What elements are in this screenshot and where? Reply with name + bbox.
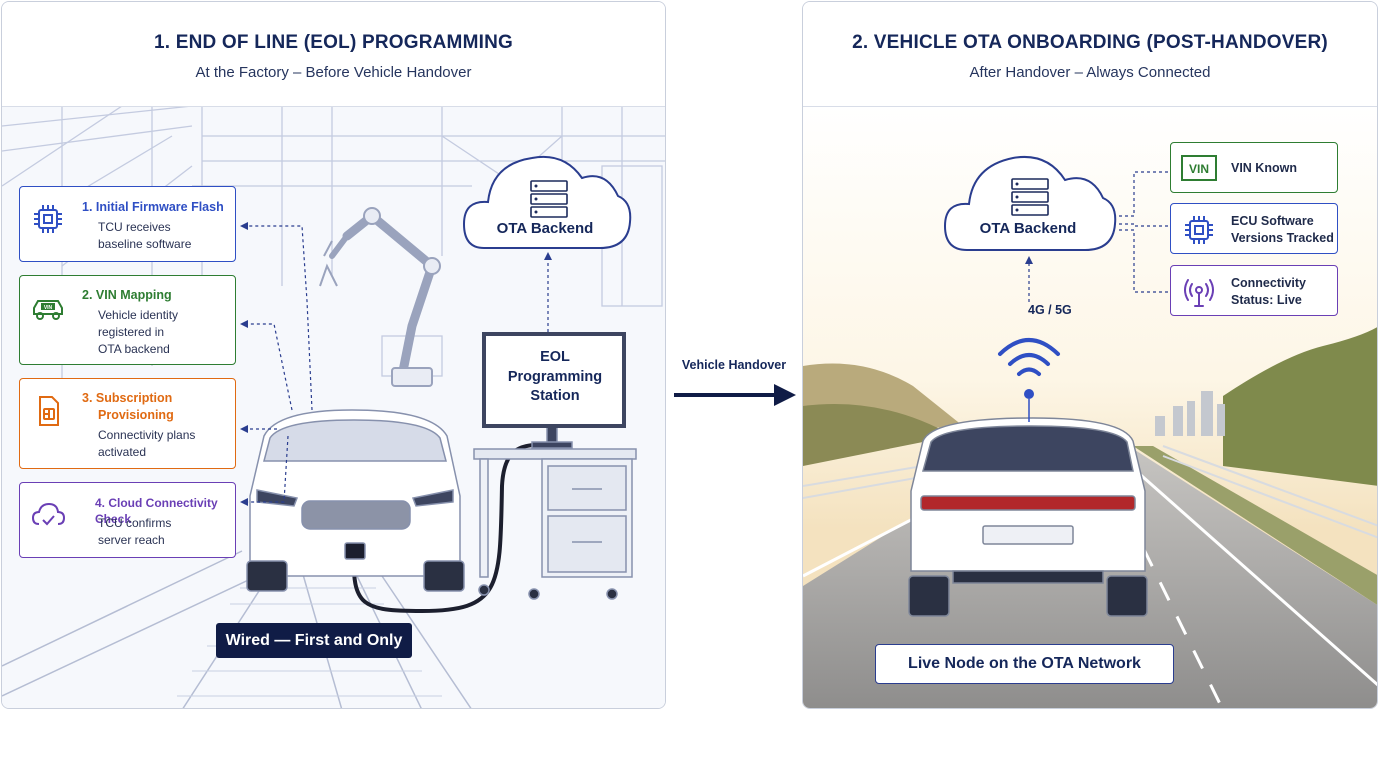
- handover-label: Vehicle Handover: [681, 358, 787, 372]
- info-vin-known: VIN VIN Known: [1170, 142, 1338, 193]
- live-node-badge: Live Node on the OTA Network: [875, 644, 1174, 684]
- vin-icon-text: VIN: [44, 305, 53, 311]
- eol-station-label: EOL Programming Station: [490, 348, 620, 407]
- step-title: 2. VIN Mapping: [82, 288, 172, 302]
- ota-panel-title: 2. VEHICLE OTA ONBOARDING (POST-HANDOVER…: [852, 32, 1328, 53]
- station-line: Station: [530, 388, 580, 404]
- info-label: Connectivity: [1231, 276, 1307, 290]
- ota-panel: 2. VEHICLE OTA ONBOARDING (POST-HANDOVER…: [802, 1, 1378, 709]
- ota-backend-label-right: OTA Backend: [979, 220, 1077, 237]
- step-desc: TCU confirms: [98, 516, 172, 530]
- info-label: Versions Tracked: [1231, 231, 1334, 245]
- vin-badge-text: VIN: [1189, 162, 1209, 176]
- ota-panel-subtitle: After Handover – Always Connected: [969, 64, 1211, 81]
- step-subscription-provisioning: 3. Subscription Provisioning Connectivit…: [19, 378, 236, 469]
- ota-backend-label: OTA Backend: [496, 220, 594, 237]
- cloud-check-icon: [31, 502, 66, 526]
- station-line: EOL: [540, 349, 570, 365]
- step-desc: TCU receives: [98, 220, 171, 234]
- step-desc: activated: [98, 445, 147, 459]
- chip-icon: [34, 205, 62, 233]
- step-vin-mapping: VIN 2. VIN Mapping Vehicle identity regi…: [19, 275, 236, 365]
- info-label: VIN Known: [1231, 161, 1297, 175]
- info-label: ECU Software: [1231, 214, 1314, 228]
- step-title: 3. Subscription: [82, 391, 173, 405]
- signal-waves-icon: [998, 338, 1060, 376]
- antenna-icon: [1184, 279, 1214, 307]
- eol-panel-header: 1. END OF LINE (EOL) PROGRAMMING At the …: [2, 2, 665, 107]
- highway-scene: [803, 106, 1377, 708]
- vin-car-icon: VIN: [33, 300, 63, 320]
- station-line: Programming: [507, 368, 603, 385]
- chip-icon: [1185, 216, 1213, 244]
- info-connectivity-status: Connectivity Status: Live: [1170, 265, 1338, 316]
- sim-card-icon: [39, 396, 59, 426]
- step-desc: baseline software: [98, 237, 192, 251]
- eol-panel-subtitle: At the Factory – Before Vehicle Handover: [195, 64, 472, 81]
- step-title: 1. Initial Firmware Flash: [82, 200, 224, 214]
- step-desc: registered in: [98, 325, 165, 339]
- handover-arrow-icon: [674, 384, 796, 406]
- info-label: Status: Live: [1231, 293, 1302, 307]
- step-firmware-flash: 1. Initial Firmware Flash TCU receives b…: [19, 186, 236, 262]
- info-ecu-versions: ECU Software Versions Tracked: [1170, 203, 1338, 254]
- step-desc: Connectivity plans: [98, 428, 196, 442]
- ota-panel-header: 2. VEHICLE OTA ONBOARDING (POST-HANDOVER…: [803, 2, 1377, 107]
- step-title-line2: Provisioning: [98, 408, 174, 422]
- network-label: 4G / 5G: [1028, 303, 1072, 317]
- eol-panel-title: 1. END OF LINE (EOL) PROGRAMMING: [154, 32, 513, 53]
- wired-badge: Wired — First and Only: [216, 623, 412, 658]
- step-desc: OTA backend: [98, 342, 170, 356]
- step-cloud-check: 4. Cloud Connectivity Check TCU confirms…: [19, 482, 236, 558]
- step-desc: Vehicle identity: [98, 308, 179, 322]
- step-title: 4. Cloud Connectivity Check: [95, 496, 218, 526]
- vin-badge-icon: VIN: [1181, 155, 1217, 181]
- step-desc: server reach: [98, 533, 165, 547]
